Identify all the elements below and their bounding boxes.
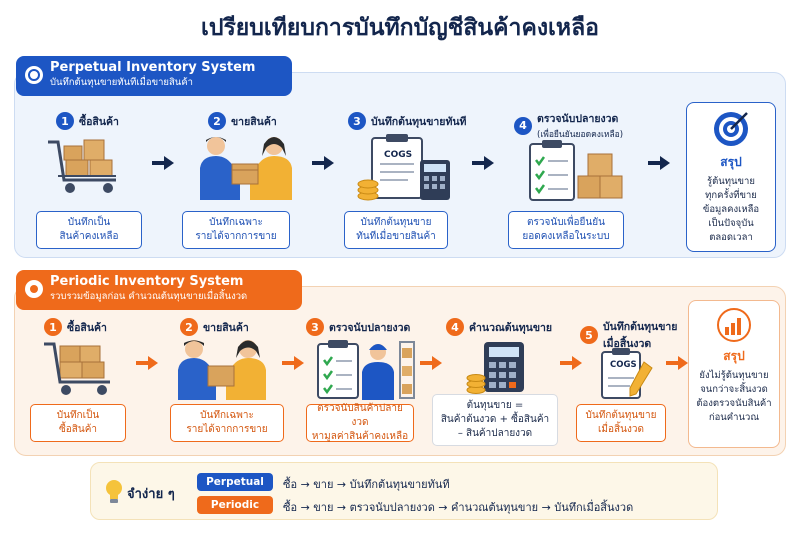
arrow-right-icon [312, 156, 334, 170]
handshake-icon [178, 340, 266, 400]
lightbulb-icon [106, 480, 122, 503]
periodic-step-4: 4 คำนวณต้นทุนขาย [446, 318, 552, 336]
perpetual-caption-1: บันทึกเป็นสินค้าคงเหลือ [36, 211, 142, 249]
periodic-summary-title: สรุป [723, 349, 745, 363]
shopping-cart-icon [44, 342, 110, 395]
periodic-flow: ซื้อ → ขาย → ตรวจนับปลายงวด → คำนวณต้นทุ… [283, 501, 634, 514]
perpetual-flow: ซื้อ → ขาย → บันทึกต้นทุนขายทันที [283, 478, 450, 491]
worker-icon [317, 340, 415, 400]
perpetual-step-1: 1 ซื้อสินค้า [56, 112, 119, 130]
perpetual-caption-3: บันทึกต้นทุนขายทันทีเมื่อขายสินค้า [344, 211, 448, 249]
periodic-caption-1: บันทึกเป็นซื้อสินค้า [30, 404, 126, 442]
arrow-right-icon [152, 156, 174, 170]
arrow-right-icon [136, 356, 158, 370]
handshake-icon [200, 137, 292, 200]
system-icon [25, 280, 43, 298]
periodic-caption-3: ตรวจนับสินค้าปลายงวดหามูลค่าสินค้าคงเหลื… [306, 403, 414, 442]
arrow-right-icon [282, 356, 304, 370]
periodic-step-1: 1 ซื้อสินค้า [44, 318, 107, 336]
periodic-subtitle: รวบรวมข้อมูลก่อน คำนวณต้นทุนขายเมื่อสิ้น… [50, 291, 248, 302]
pencil-icon [601, 348, 653, 399]
checklist-icon [529, 140, 623, 201]
perpetual-step-2: 2 ขายสินค้า [208, 112, 277, 130]
perpetual-summary-title: สรุป [720, 155, 742, 169]
shopping-cart-icon [48, 139, 116, 193]
perpetual-caption-4: ตรวจนับเพื่อยืนยันยอดคงเหลือในระบบ [508, 211, 624, 249]
perpetual-header: Perpetual Inventory System บันทึกต้นทุนข… [16, 56, 292, 96]
system-icon [25, 66, 43, 84]
arrow-right-icon [560, 356, 582, 370]
memo-title: จำง่าย ๆ [127, 487, 175, 502]
periodic-title: Periodic Inventory System [50, 274, 244, 289]
calculator-icon [466, 342, 524, 394]
arrow-right-icon [666, 356, 688, 370]
periodic-caption-5: บันทึกต้นทุนขายเมื่อสิ้นงวด [576, 404, 666, 442]
memo-box: จำง่าย ๆ Perpetual ซื้อ → ขาย → บันทึกต้… [90, 462, 718, 520]
cogs-clipboard-icon [357, 134, 450, 201]
page-title: เปรียบเทียบการบันทึกบัญชีสินค้าคงเหลือ [200, 15, 599, 41]
periodic-step-5: 5 บันทึกต้นทุนขายเมื่อสิ้นงวด [580, 318, 677, 352]
periodic-header: Periodic Inventory System รวบรวมข้อมูลก่… [16, 270, 302, 310]
arrow-right-icon [472, 156, 494, 170]
periodic-caption-2: บันทึกเฉพาะรายได้จากการขาย [170, 404, 284, 442]
perpetual-step-4: 4 ตรวจนับปลายงวด(เพื่อยืนยันยอดคงเหลือ) [514, 110, 623, 141]
perpetual-summary: สรุป รู้ต้นทุนขาย ทุกครั้งที่ขาย ข้อมูลค… [686, 102, 776, 252]
periodic-caption-4: ต้นทุนขาย =สินค้าต้นงวด + ซื้อสินค้า– สิ… [432, 394, 558, 446]
arrow-right-icon [648, 156, 670, 170]
perpetual-step-3: 3 บันทึกต้นทุนขายทันที [348, 112, 466, 130]
periodic-summary: สรุป ยังไม่รู้ต้นทุนขาย จนกว่าจะสิ้นงวด … [688, 300, 780, 448]
target-icon [714, 112, 748, 146]
bar-chart-icon [717, 308, 751, 342]
arrow-right-icon [420, 356, 442, 370]
periodic-step-2: 2 ขายสินค้า [180, 318, 249, 336]
cogs-label: COGS [610, 360, 637, 370]
perpetual-tag: Perpetual [197, 473, 273, 491]
cogs-label: COGS [384, 150, 413, 160]
perpetual-caption-2: บันทึกเฉพาะรายได้จากการขาย [182, 211, 290, 249]
periodic-tag: Periodic [197, 496, 273, 514]
perpetual-title: Perpetual Inventory System [50, 60, 256, 75]
perpetual-subtitle: บันทึกต้นทุนขายทันทีเมื่อขายสินค้า [50, 77, 193, 88]
periodic-step-3: 3 ตรวจนับปลายงวด [306, 318, 410, 336]
